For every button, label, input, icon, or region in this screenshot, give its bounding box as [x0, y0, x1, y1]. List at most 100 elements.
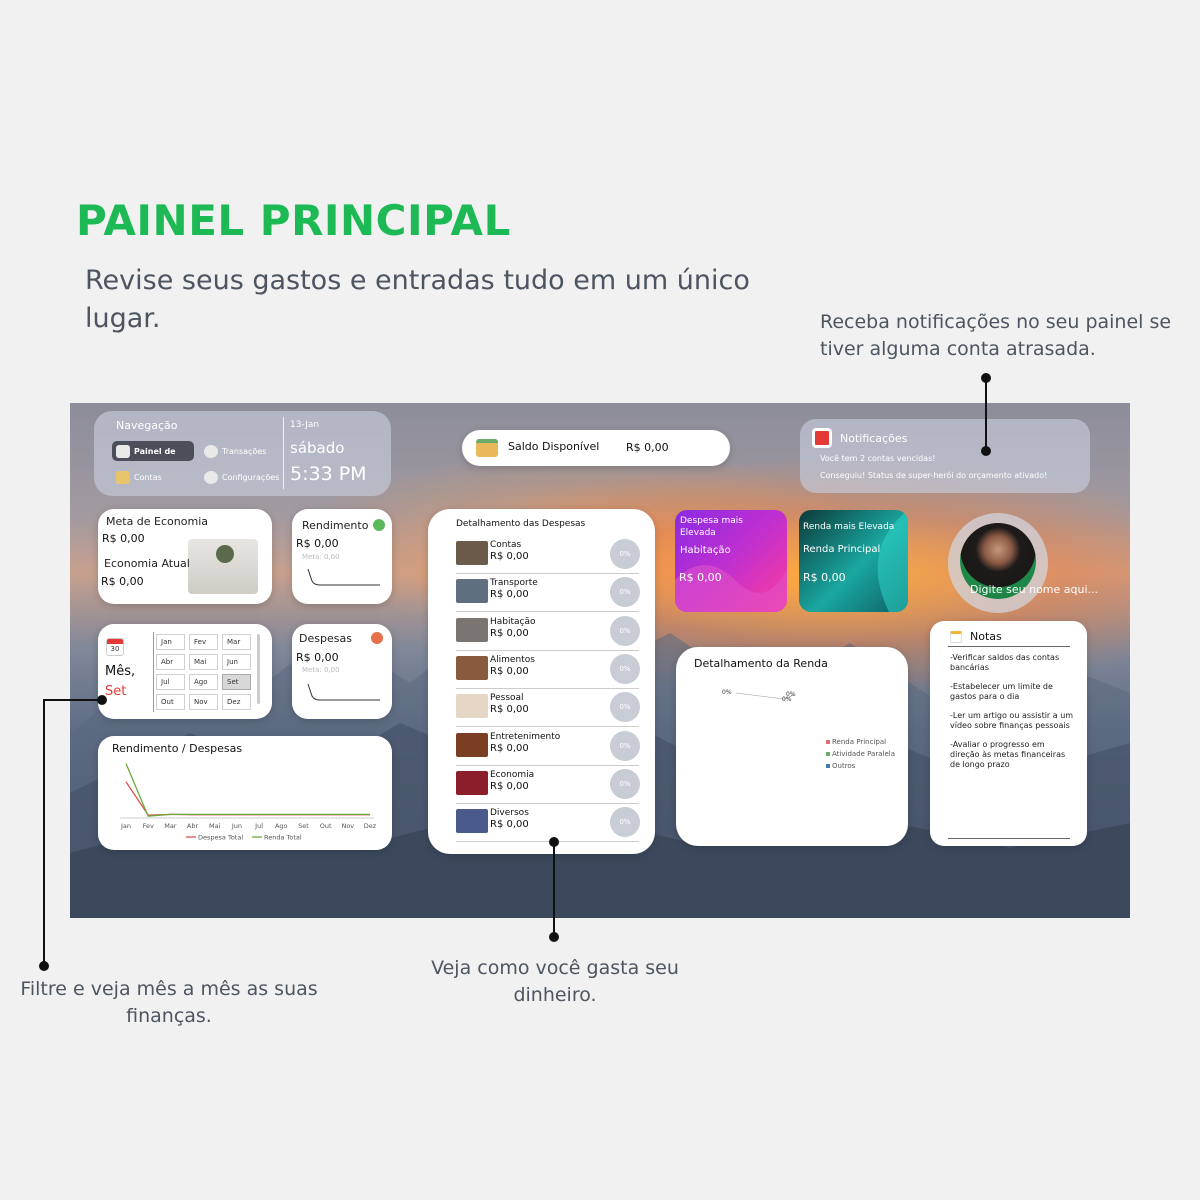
month-cell-nov[interactable]: Nov — [189, 694, 218, 710]
income-pie-label: 0% — [722, 689, 732, 696]
callout-spending: Veja como você gasta seu dinheiro. — [431, 957, 679, 1006]
x-tick-label: Jan — [120, 822, 131, 830]
callout-dot — [39, 961, 49, 971]
x-tick-label: Mai — [209, 822, 221, 830]
month-grid-scrollbar[interactable] — [257, 634, 260, 704]
callout-line — [43, 699, 45, 965]
profile-name-input[interactable]: Digite seu nome aqui... — [970, 583, 1099, 596]
category-value: R$ 0,00 — [490, 780, 529, 792]
x-tick-label: Jul — [254, 822, 263, 830]
expense-label: Despesas — [299, 632, 352, 645]
note-item: -Ler um artigo ou assistir a um vídeo so… — [950, 711, 1074, 730]
nav-dashboard-button[interactable]: Painel de — [112, 441, 194, 461]
category-value: R$ 0,00 — [490, 665, 529, 677]
current-time: 5:33 PM — [290, 463, 367, 485]
category-value: R$ 0,00 — [490, 589, 529, 601]
category-name: Alimentos — [490, 654, 535, 665]
category-percent: 0% — [610, 730, 640, 761]
note-item: -Estabelecer um limite de gastos para o … — [950, 682, 1053, 701]
category-image — [456, 541, 488, 565]
highest-income-category: Renda Principal — [803, 544, 881, 555]
income-legend-item: Renda Principal — [826, 738, 886, 746]
month-cell-fev[interactable]: Fev — [189, 634, 218, 650]
nav-settings-button[interactable]: Configurações — [200, 467, 284, 487]
income-value: R$ 0,00 — [296, 537, 339, 550]
callout-line — [985, 378, 987, 452]
current-date: 13-Jan — [290, 420, 320, 430]
category-image — [456, 732, 488, 757]
avatar[interactable] — [960, 523, 1036, 599]
notes-list[interactable]: -Verificar saldos das contas bancárias -… — [950, 653, 1074, 779]
income-sparkline — [307, 568, 380, 586]
x-tick-label: Dez — [364, 822, 377, 830]
navigation-title: Navegação — [116, 419, 178, 432]
category-percent: 0% — [610, 653, 640, 684]
savings-current-value: R$ 0,00 — [101, 575, 144, 588]
expense-value: R$ 0,00 — [296, 651, 339, 664]
month-cell-out[interactable]: Out — [156, 694, 185, 710]
category-name: Transporte — [490, 578, 538, 589]
month-cell-jun[interactable]: Jun — [222, 654, 251, 670]
callout-dot — [97, 695, 107, 705]
balance-card: Saldo Disponível R$ 0,00 — [462, 430, 730, 466]
navigation-panel: Navegação Painel de Transações Contas Co… — [94, 411, 391, 496]
page-title: PAINEL PRINCIPAL — [76, 196, 511, 245]
callout-dot — [549, 932, 559, 942]
category-image — [456, 770, 488, 795]
income-meta: Meta: 0,00 — [302, 553, 340, 561]
category-percent: 0% — [610, 768, 640, 799]
legend-label: Despesa Total — [198, 834, 243, 842]
calendar-icon: 30 — [106, 638, 124, 656]
highest-income-value: R$ 0,00 — [803, 571, 846, 584]
callout-line — [553, 842, 555, 936]
month-cell-mar[interactable]: Mar — [222, 634, 251, 650]
dashboard-screen: Navegação Painel de Transações Contas Co… — [70, 403, 1130, 918]
wallet-icon — [476, 439, 498, 457]
category-name: Economia — [490, 769, 535, 780]
plant-image — [216, 545, 234, 563]
month-cell-dez[interactable]: Dez — [222, 694, 251, 710]
category-value: R$ 0,00 — [490, 551, 529, 562]
highest-expense-value: R$ 0,00 — [679, 571, 722, 584]
month-cell-jul[interactable]: Jul — [156, 674, 185, 690]
wallet-icon — [116, 470, 130, 484]
page-subtitle: Revise seus gastos e entradas tudo em um… — [85, 265, 750, 334]
avatar-frame — [948, 513, 1048, 613]
nav-accounts-button[interactable]: Contas — [112, 467, 194, 487]
month-cell-jan[interactable]: Jan — [156, 634, 185, 650]
category-name: Pessoal — [490, 693, 524, 704]
pin-icon — [204, 444, 218, 458]
month-cell-ago[interactable]: Ago — [189, 674, 218, 690]
savings-goal-label: Meta de Economia — [106, 515, 208, 528]
expense-status-dot — [371, 632, 383, 644]
category-value: R$ 0,00 — [490, 819, 529, 831]
nav-transactions-button[interactable]: Transações — [200, 441, 280, 461]
category-value: R$ 0,00 — [490, 704, 529, 716]
current-weekday: sábado — [290, 439, 345, 457]
income-pie-label: 0% — [786, 691, 796, 698]
balance-label: Saldo Disponível — [508, 440, 600, 453]
legend-label: Renda Total — [264, 834, 302, 842]
savings-card: Meta de Economia R$ 0,00 Economia Atual … — [98, 509, 272, 604]
expense-sparkline — [307, 683, 380, 701]
category-image — [456, 809, 488, 834]
callout-month-filter: Filtre e veja mês a mês as suas finanças… — [20, 978, 318, 1027]
callout-dot — [981, 446, 991, 456]
category-value: R$ 0,00 — [490, 742, 529, 754]
expense-card: Despesas R$ 0,00 Meta: 0,00 — [292, 624, 392, 719]
month-cell-abr[interactable]: Abr — [156, 654, 185, 670]
balance-value: R$ 0,00 — [626, 441, 669, 454]
month-cell-set[interactable]: Set — [222, 674, 251, 690]
callout-notifications: Receba notificações no seu painel se tiv… — [820, 311, 1172, 360]
month-cell-mai[interactable]: Mai — [189, 654, 218, 670]
income-card: Rendimento R$ 0,00 Meta: 0,00 — [292, 509, 392, 604]
